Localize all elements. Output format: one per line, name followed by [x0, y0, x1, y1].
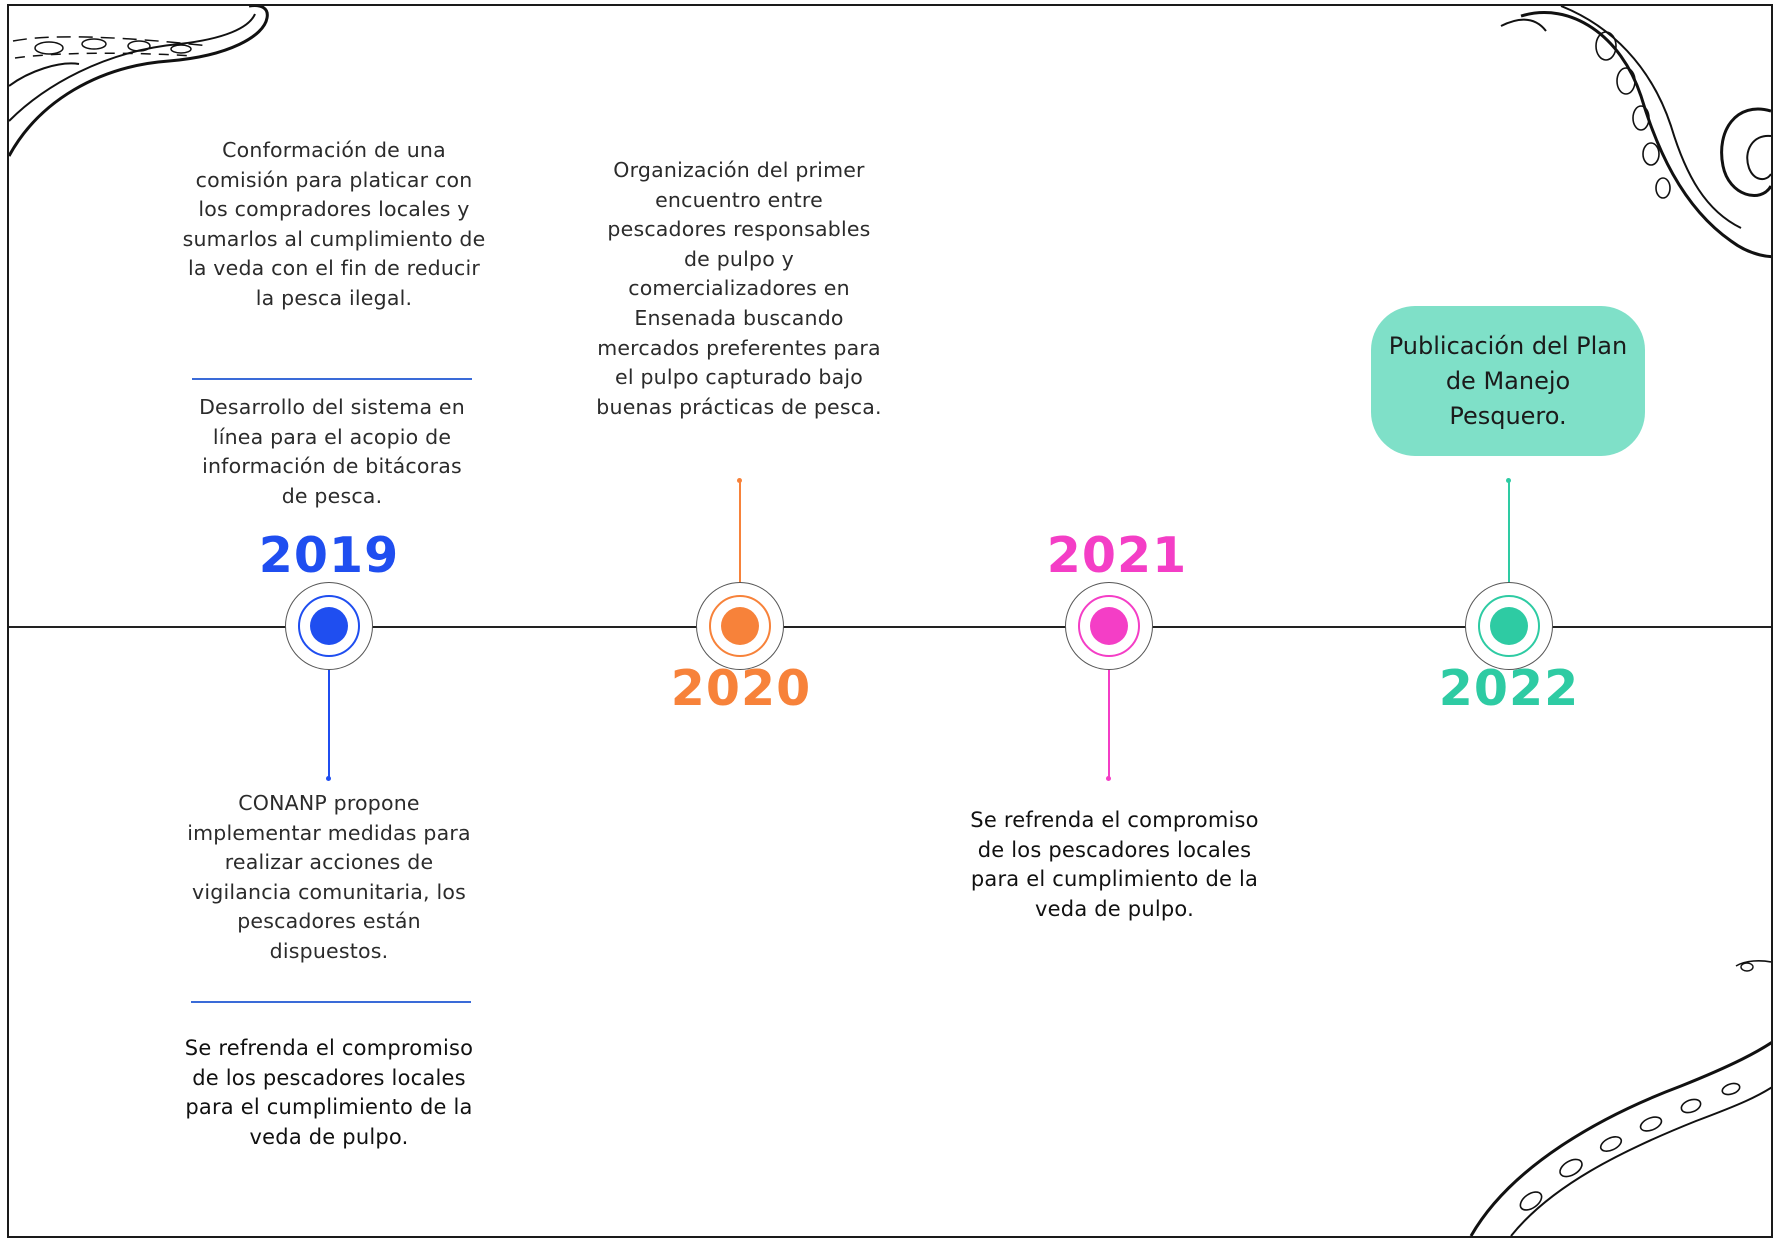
tentacle-top-right-illustration	[1500, 6, 1771, 259]
connector-end-2021	[1106, 776, 1111, 781]
timeline-axis	[9, 626, 1771, 628]
tentacle-top-left-illustration	[9, 6, 269, 157]
separator-2019-below	[191, 1001, 471, 1003]
connector-2022	[1508, 480, 1510, 594]
event-2022-above-1: Publicación del Plan de Manejo Pesquero.	[1388, 331, 1628, 430]
connector-end-2019	[326, 776, 331, 781]
event-2019-above-1: Conformación de una comisión para platic…	[182, 138, 486, 310]
tentacle-bottom-right-illustration	[1469, 960, 1771, 1236]
timeline-node-2022	[1465, 582, 1553, 670]
timeline-node-2020	[696, 582, 784, 670]
event-2019-above-2: Desarrollo del sistema en línea para el …	[199, 395, 465, 508]
separator-2019-above	[192, 378, 472, 380]
year-label-2020: 2020	[670, 660, 812, 717]
event-2021-below-1: Se refrenda el compromiso de los pescado…	[970, 808, 1259, 921]
event-2019-below-1: CONANP propone implementar medidas para …	[187, 791, 471, 963]
event-2022-highlight-box: Publicación del Plan de Manejo Pesquero.	[1371, 306, 1645, 456]
timeline-frame: Conformación de una comisión para platic…	[7, 4, 1773, 1238]
timeline-node-2019	[285, 582, 373, 670]
year-label-2019: 2019	[258, 527, 400, 584]
year-label-2022: 2022	[1438, 660, 1580, 717]
connector-2020	[739, 480, 741, 594]
timeline-node-2021	[1065, 582, 1153, 670]
event-2020-above-1: Organización del primer encuentro entre …	[596, 158, 882, 419]
connector-2021	[1108, 670, 1110, 778]
connector-2019	[328, 670, 330, 778]
event-2019-below-2: Se refrenda el compromiso de los pescado…	[184, 1036, 474, 1149]
year-label-2021: 2021	[1046, 527, 1188, 584]
